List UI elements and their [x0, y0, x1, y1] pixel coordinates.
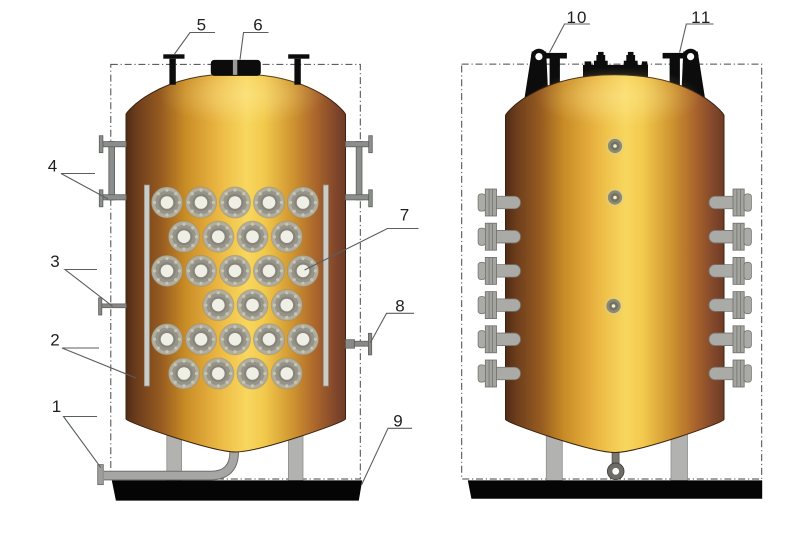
svg-text:11: 11 — [691, 8, 712, 27]
svg-text:9: 9 — [393, 412, 402, 431]
svg-text:4: 4 — [48, 157, 57, 176]
svg-text:2: 2 — [50, 331, 59, 350]
svg-text:8: 8 — [395, 296, 404, 315]
svg-text:3: 3 — [50, 252, 59, 271]
svg-text:10: 10 — [567, 8, 588, 27]
svg-text:5: 5 — [197, 16, 206, 35]
svg-text:1: 1 — [52, 397, 61, 416]
svg-text:6: 6 — [253, 16, 262, 35]
svg-text:7: 7 — [400, 206, 409, 225]
